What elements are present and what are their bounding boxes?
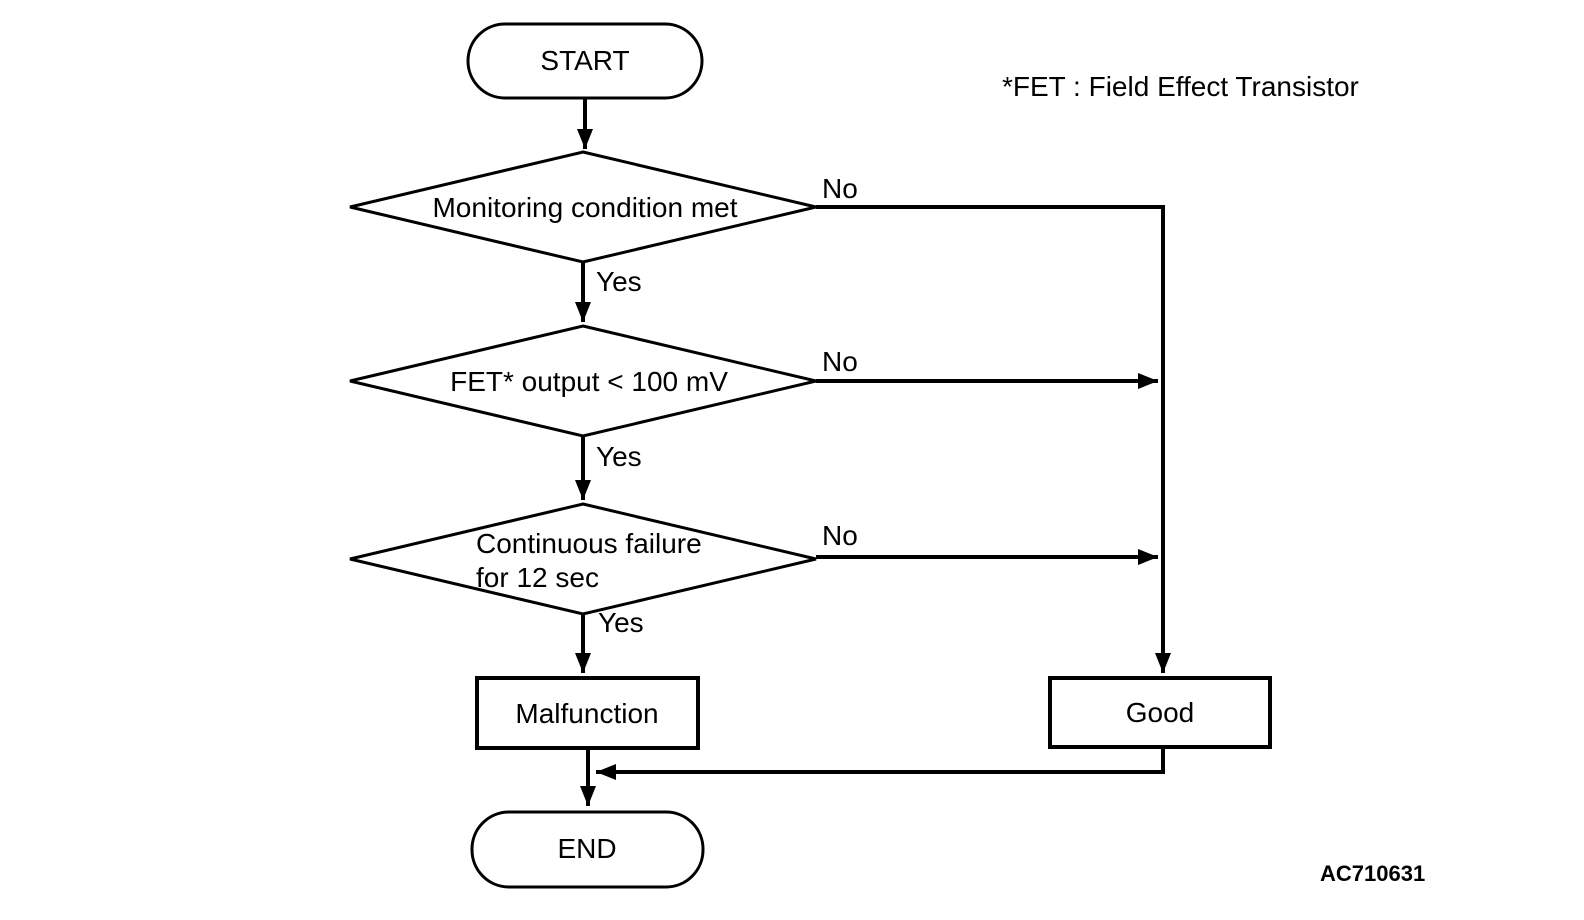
malfunction-node-label: Malfunction [515, 698, 658, 729]
good-node-label: Good [1126, 697, 1195, 728]
decision1-yes-label: Yes [596, 266, 642, 297]
decision2-yes-label: Yes [596, 441, 642, 472]
good-node-shape [1048, 676, 1272, 749]
decision1-node: Monitoring condition met [349, 150, 817, 264]
decision3-label-line2: for 12 sec [476, 562, 599, 593]
decision3-node: Continuous failure for 12 sec [349, 502, 817, 616]
good-node: Good [1048, 676, 1272, 749]
start-node: START [466, 22, 704, 100]
end-node-label: END [557, 833, 616, 864]
start-node-label: START [540, 45, 629, 76]
decision3-label-line1: Continuous failure [476, 528, 702, 559]
decision2-node: FET* output < 100 mV [349, 324, 817, 438]
decision3-yes-label: Yes [598, 607, 644, 638]
decision1-no-label: No [822, 173, 858, 204]
decision2-label: FET* output < 100 mV [450, 366, 728, 397]
decision2-no-label: No [822, 346, 858, 377]
decision1-label: Monitoring condition met [432, 192, 737, 223]
end-node: END [470, 810, 705, 889]
malfunction-node-shape [475, 676, 700, 750]
fet-note-text: *FET : Field Effect Transistor [1002, 71, 1359, 102]
figure-code-text: AC710631 [1320, 861, 1425, 886]
edge-decision1-no [816, 205, 1171, 673]
malfunction-node: Malfunction [475, 676, 700, 750]
edge-good-to-end [596, 747, 1165, 780]
decision3-diamond [349, 502, 817, 616]
end-node-shape [470, 810, 705, 889]
decision3-no-label: No [822, 520, 858, 551]
